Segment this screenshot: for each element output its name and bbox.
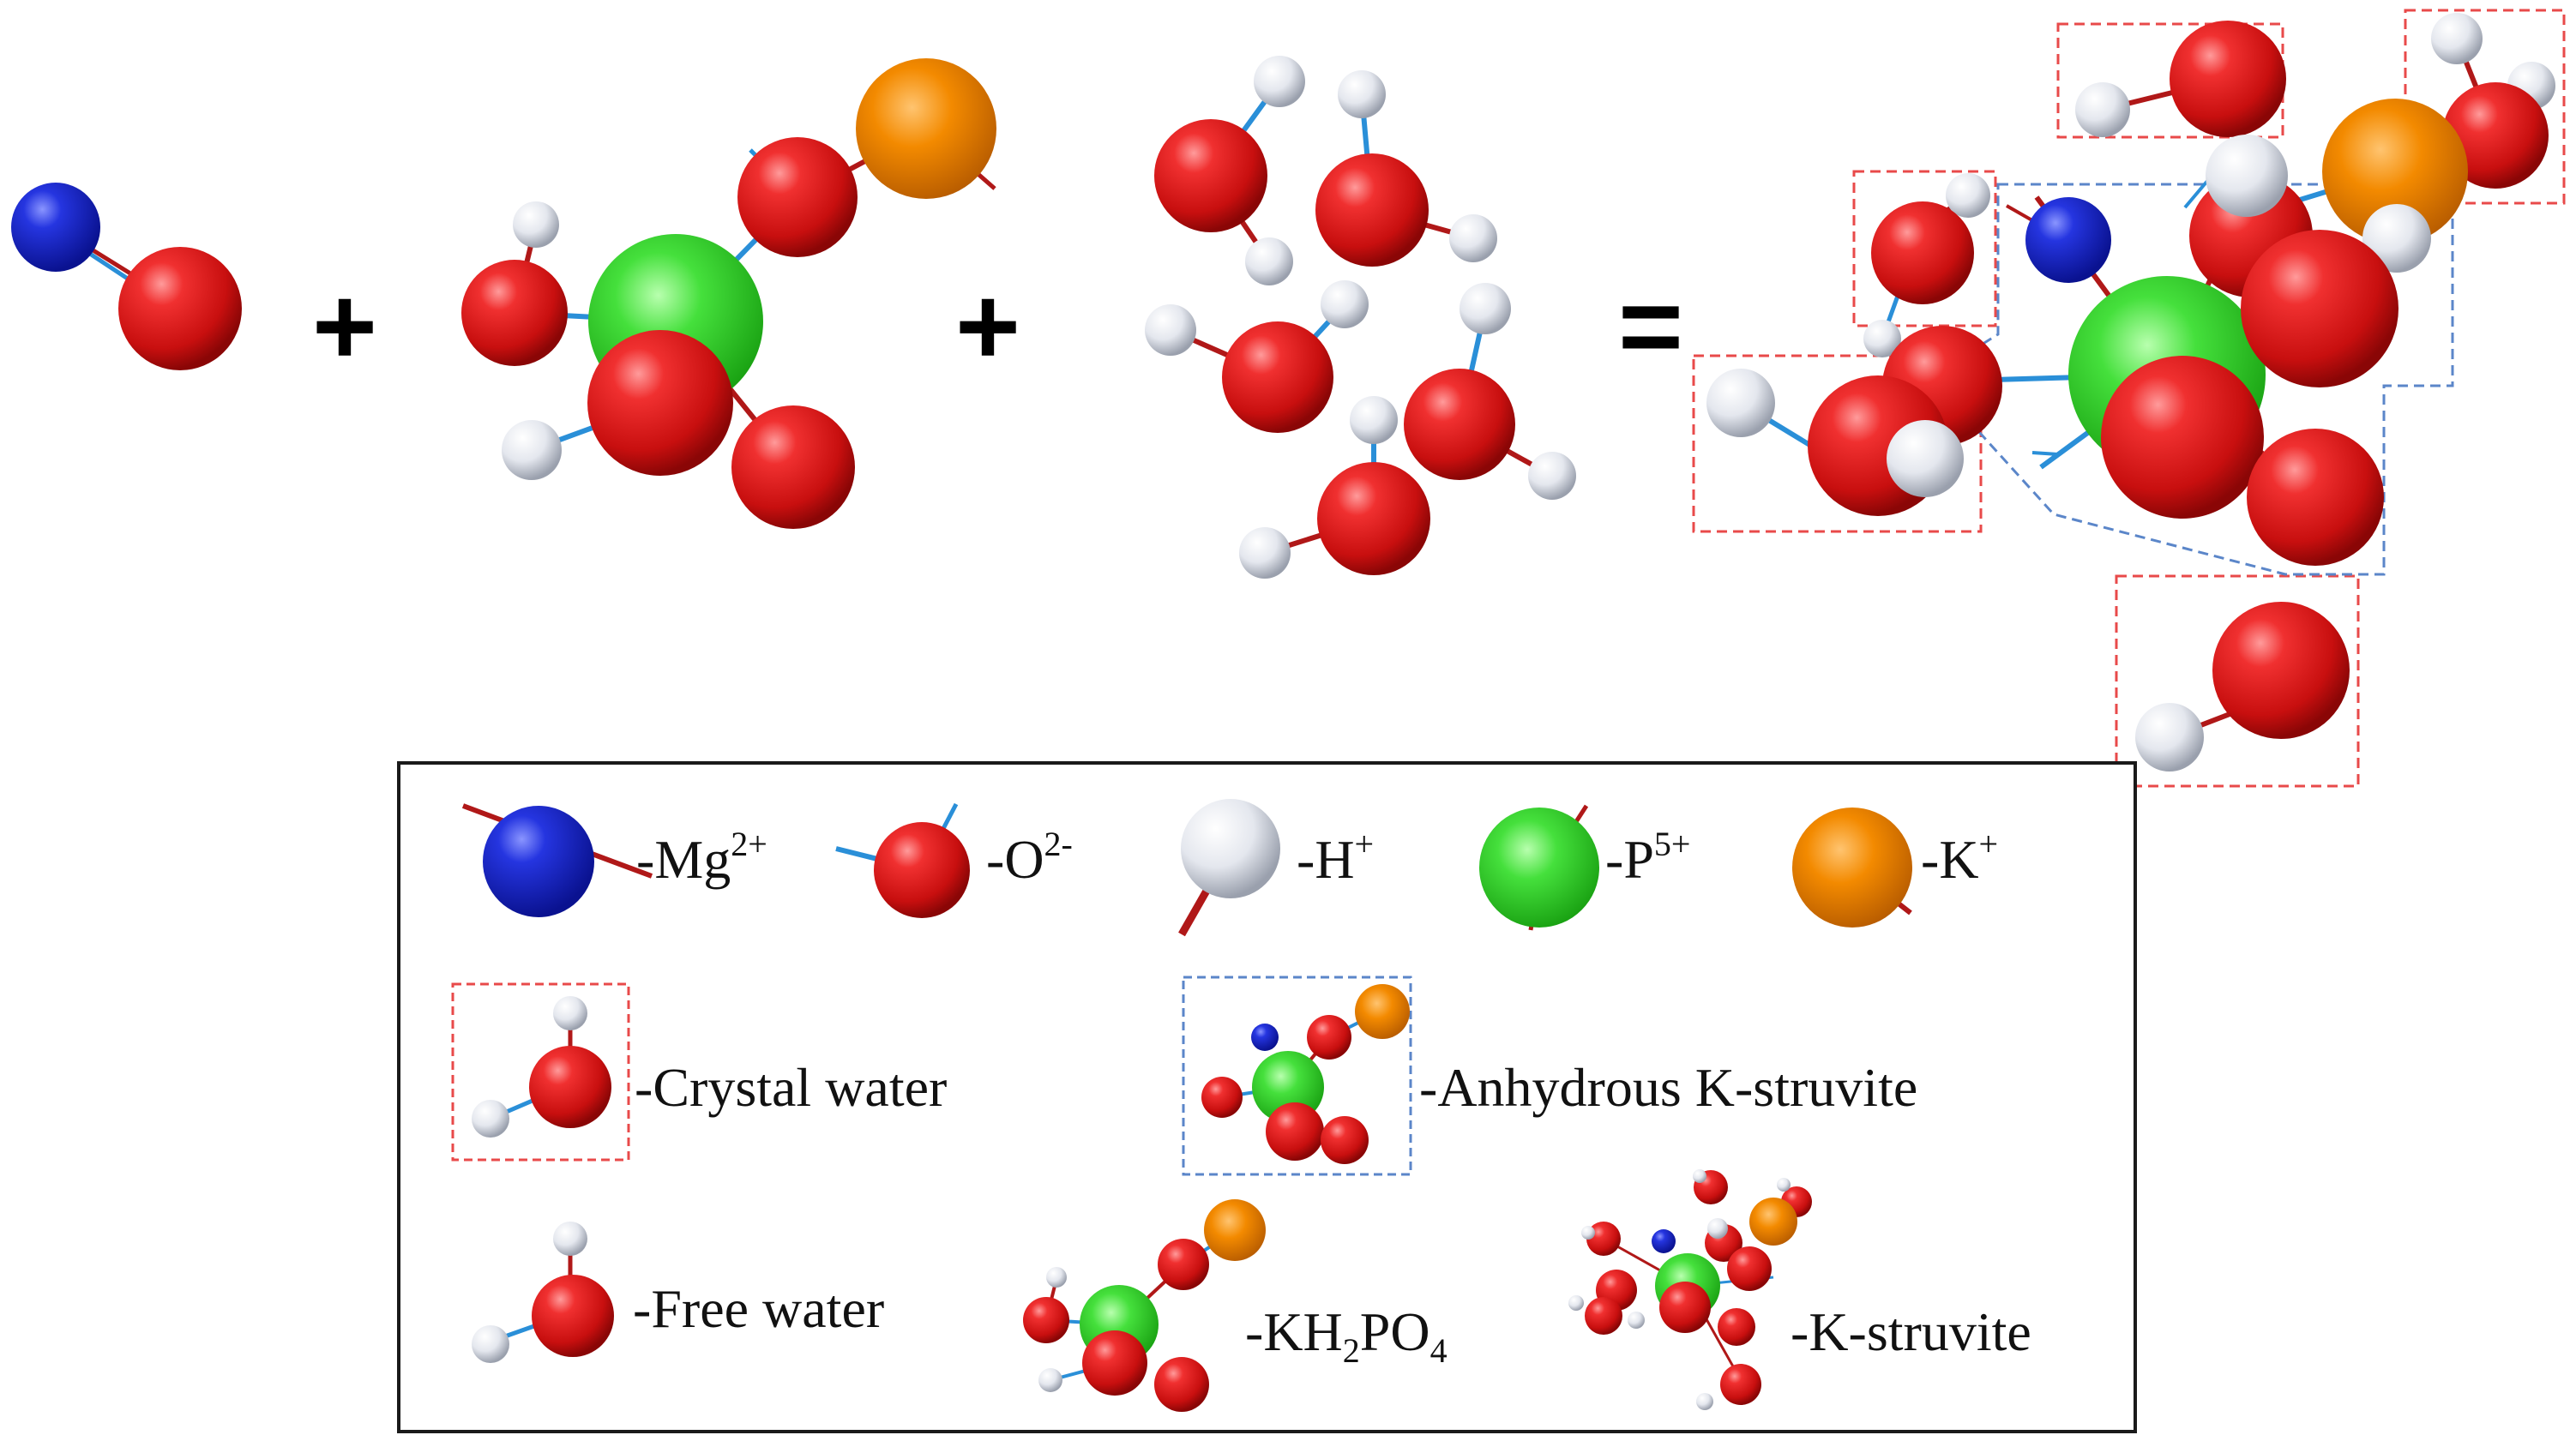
crystal-water-box xyxy=(2115,574,2360,788)
water-molecule xyxy=(1145,280,1369,433)
o-atom xyxy=(587,330,733,476)
legend-p: -P5+ xyxy=(1479,804,1690,931)
water-molecule xyxy=(1239,396,1430,579)
equals-sign: = xyxy=(1618,263,1683,388)
legend-free-water: -Free water xyxy=(472,1222,884,1363)
legend-k-struvite: -K-struvite xyxy=(1568,1169,2031,1410)
legend-free-water-label: -Free water xyxy=(633,1278,884,1339)
water-molecule xyxy=(1404,283,1576,500)
o-atom xyxy=(461,260,568,366)
h-atom xyxy=(513,201,559,248)
legend-k-label: -K+ xyxy=(1921,825,1998,890)
water-molecule xyxy=(1154,56,1305,285)
kh2po4-molecule xyxy=(461,58,996,529)
legend-anhydrous-k-struvite: -Anhydrous K-struvite xyxy=(1182,976,1917,1176)
legend-o-label: -O2- xyxy=(986,825,1073,890)
legend-mg: -Mg2+ xyxy=(461,803,767,917)
plus-sign-2: + xyxy=(955,263,1020,388)
free-water-cluster xyxy=(1145,56,1576,579)
o-atom xyxy=(737,137,858,257)
legend-h: -H+ xyxy=(1178,799,1374,937)
mg-atom xyxy=(11,183,100,272)
o-atom xyxy=(731,405,855,529)
anhydrous-box xyxy=(1927,183,2454,576)
legend-mg-label: -Mg2+ xyxy=(636,825,767,890)
legend-k: -K+ xyxy=(1792,808,1998,928)
legend-p-label: -P5+ xyxy=(1605,825,1690,890)
k-struvite-product xyxy=(1692,9,2566,788)
legend: -Mg2+ -O2- -H+ -P5+ -K+ xyxy=(397,761,2137,1433)
water-molecule xyxy=(1315,70,1497,267)
legend-crystal-water: -Crystal water xyxy=(451,982,947,1162)
legend-kh2po4-label: -KH2PO4 xyxy=(1245,1301,1447,1370)
legend-o: -O2- xyxy=(835,802,1073,918)
h-atom xyxy=(502,420,562,480)
mgo-molecule xyxy=(11,183,242,370)
crystal-water-box xyxy=(1852,170,1997,327)
crystal-water-box xyxy=(1692,354,1983,533)
k-atom xyxy=(856,58,996,199)
plus-sign-1: + xyxy=(312,263,377,388)
legend-crystal-water-label: -Crystal water xyxy=(635,1057,947,1118)
legend-kh2po4: -KH2PO4 xyxy=(1023,1199,1447,1412)
legend-h-label: -H+ xyxy=(1297,825,1374,890)
o-atom xyxy=(118,247,242,370)
legend-k-struvite-label: -K-struvite xyxy=(1791,1301,2031,1362)
legend-anhydrous-label: -Anhydrous K-struvite xyxy=(1419,1057,1917,1118)
